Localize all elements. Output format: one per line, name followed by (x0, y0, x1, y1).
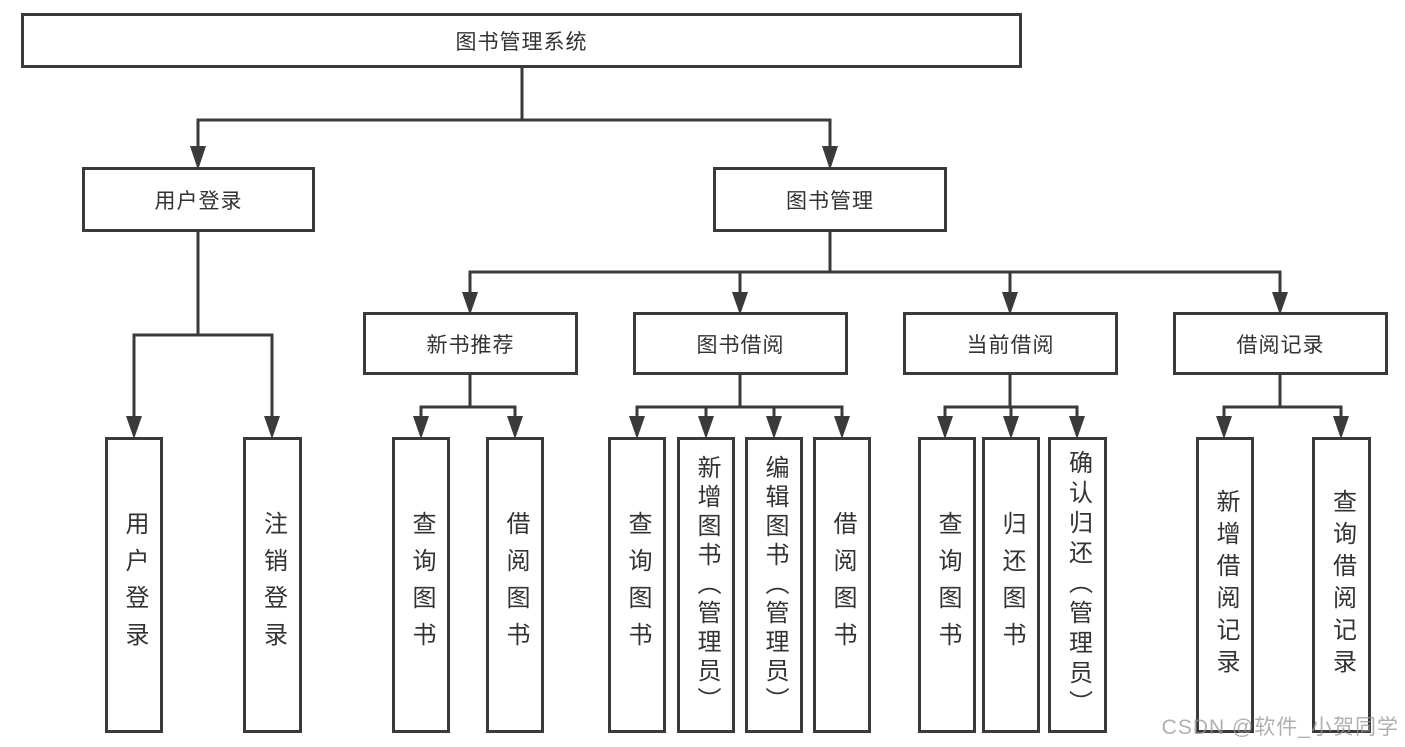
arrowheads (126, 146, 1349, 439)
node-book-management-label: 图书管理 (786, 189, 874, 213)
leaf-logout-label: 注销登录 (259, 511, 287, 659)
leaf-confirm-return-admin: 确认归还（管理员） (1048, 437, 1107, 733)
leaf-edit-book-admin: 编辑图书（管理员） (745, 437, 803, 733)
node-user-login: 用户登录 (82, 167, 315, 232)
leaf-user-login: 用户登录 (105, 437, 163, 733)
leaf-edit-book-admin-label: 编辑图书（管理员） (761, 454, 788, 716)
node-book-management: 图书管理 (713, 167, 947, 232)
leaf-logout: 注销登录 (243, 437, 302, 733)
node-current-borrow-label: 当前借阅 (966, 333, 1055, 357)
node-book-borrow-label: 图书借阅 (696, 333, 785, 357)
leaf-return-books: 归还图书 (982, 437, 1040, 733)
leaf-query-borrow-record: 查询借阅记录 (1312, 437, 1371, 733)
leaf-add-book-admin-label: 新增图书（管理员） (693, 454, 720, 716)
node-root: 图书管理系统 (21, 13, 1022, 68)
node-root-label: 图书管理系统 (455, 30, 588, 54)
leaf-add-borrow-record: 新增借阅记录 (1196, 437, 1254, 733)
leaf-user-login-label: 用户登录 (121, 511, 148, 659)
node-new-book-recommend-label: 新书推荐 (426, 333, 515, 357)
leaf-borrow-books-recommend-label: 借阅图书 (502, 511, 529, 659)
leaf-borrow-books: 借阅图书 (813, 437, 871, 733)
node-borrow-records: 借阅记录 (1173, 312, 1388, 375)
watermark-text: CSDN @软件_小贺同学 (1161, 716, 1399, 739)
leaf-query-books-recommend-label: 查询图书 (408, 511, 435, 659)
leaf-add-book-admin: 新增图书（管理员） (677, 437, 735, 733)
leaf-borrow-books-label: 借阅图书 (829, 511, 856, 659)
node-current-borrow: 当前借阅 (903, 312, 1118, 375)
leaf-query-books-borrow-label: 查询图书 (624, 511, 651, 659)
node-borrow-records-label: 借阅记录 (1236, 333, 1325, 357)
leaf-query-borrow-record-label: 查询借阅记录 (1328, 489, 1356, 681)
node-new-book-recommend: 新书推荐 (363, 312, 578, 375)
leaf-add-borrow-record-label: 新增借阅记录 (1212, 489, 1239, 681)
leaf-query-books-current-label: 查询图书 (934, 511, 961, 659)
leaf-query-books-current: 查询图书 (918, 437, 976, 733)
node-user-login-label: 用户登录 (154, 189, 243, 213)
leaf-borrow-books-recommend: 借阅图书 (486, 437, 544, 733)
leaf-query-books-borrow: 查询图书 (608, 437, 666, 733)
leaf-confirm-return-admin-label: 确认归还（管理员） (1064, 450, 1092, 720)
node-book-borrow: 图书借阅 (633, 312, 848, 375)
leaf-return-books-label: 归还图书 (998, 511, 1025, 659)
leaf-query-books-recommend: 查询图书 (392, 437, 450, 733)
